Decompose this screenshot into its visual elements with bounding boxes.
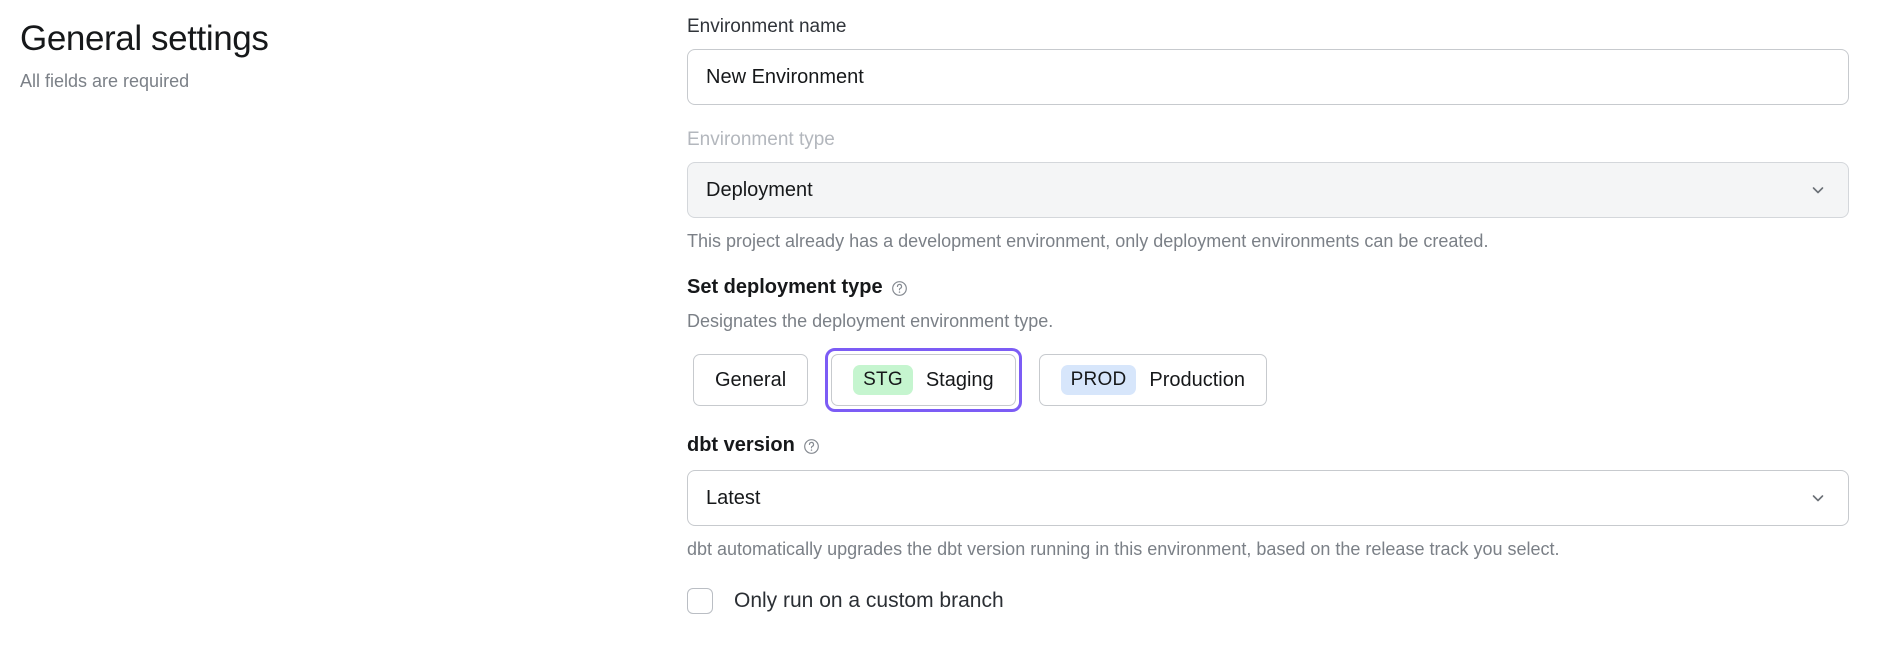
- chevron-down-icon: [1810, 490, 1826, 506]
- question-mark-circle-icon[interactable]: [803, 438, 820, 455]
- deployment-type-option-production-label: Production: [1149, 368, 1245, 391]
- environment-type-helper: This project already has a development e…: [687, 231, 1489, 251]
- dbt-version-heading: dbt version: [687, 432, 1849, 458]
- custom-branch-checkbox[interactable]: [687, 588, 713, 614]
- deployment-type-option-staging[interactable]: STG Staging: [831, 354, 1016, 406]
- environment-name-field-group: Environment name New Environment: [687, 14, 1849, 105]
- settings-form: Environment name New Environment Environ…: [687, 14, 1849, 614]
- environment-name-value: New Environment: [706, 65, 864, 88]
- environment-type-select[interactable]: Deployment: [687, 162, 1849, 218]
- environment-type-value: Deployment: [706, 178, 813, 201]
- page-subtitle: All fields are required: [20, 71, 190, 91]
- dbt-version-select[interactable]: Latest: [687, 470, 1849, 526]
- dbt-version-helper: dbt automatically upgrades the dbt versi…: [687, 539, 1560, 559]
- deployment-type-group: Set deployment type Designates the deplo…: [687, 274, 1849, 412]
- spacer: [687, 412, 1849, 432]
- dbt-version-value: Latest: [706, 486, 761, 509]
- dbt-version-group: dbt version Latest dbt automatically upg…: [687, 432, 1849, 562]
- settings-header: General settings All fields are required: [20, 18, 620, 94]
- production-badge: PROD: [1060, 365, 1137, 395]
- question-mark-circle-icon[interactable]: [891, 280, 908, 297]
- environment-name-input[interactable]: New Environment: [687, 49, 1849, 105]
- deployment-type-option-general[interactable]: General: [693, 354, 809, 406]
- dbt-version-label: dbt version: [687, 434, 795, 456]
- staging-badge: STG: [853, 365, 913, 395]
- deployment-type-heading: Set deployment type: [687, 274, 1849, 300]
- chevron-down-icon: [1810, 182, 1826, 198]
- spacer: [687, 105, 1849, 127]
- custom-branch-label: Only run on a custom branch: [734, 589, 1004, 612]
- page-title: General settings: [20, 19, 269, 58]
- deployment-type-description: Designates the deployment environment ty…: [687, 311, 1054, 331]
- deployment-type-label: Set deployment type: [687, 276, 883, 298]
- deployment-type-option-staging-wrap: STG Staging: [825, 348, 1022, 412]
- environment-type-label: Environment type: [687, 129, 835, 150]
- deployment-type-option-general-label: General: [715, 368, 787, 391]
- deployment-type-option-production-wrap: PROD Production: [1033, 348, 1273, 412]
- custom-branch-row[interactable]: Only run on a custom branch: [687, 588, 1849, 614]
- deployment-type-options: General STG Staging PROD Production: [687, 348, 1849, 412]
- deployment-type-option-general-wrap: General: [687, 348, 814, 412]
- environment-type-field-group: Environment type Deployment This project…: [687, 127, 1849, 254]
- environment-name-label: Environment name: [687, 16, 847, 37]
- spacer: [687, 254, 1849, 274]
- deployment-type-option-production[interactable]: PROD Production: [1038, 354, 1267, 406]
- deployment-type-option-staging-label: Staging: [925, 368, 994, 391]
